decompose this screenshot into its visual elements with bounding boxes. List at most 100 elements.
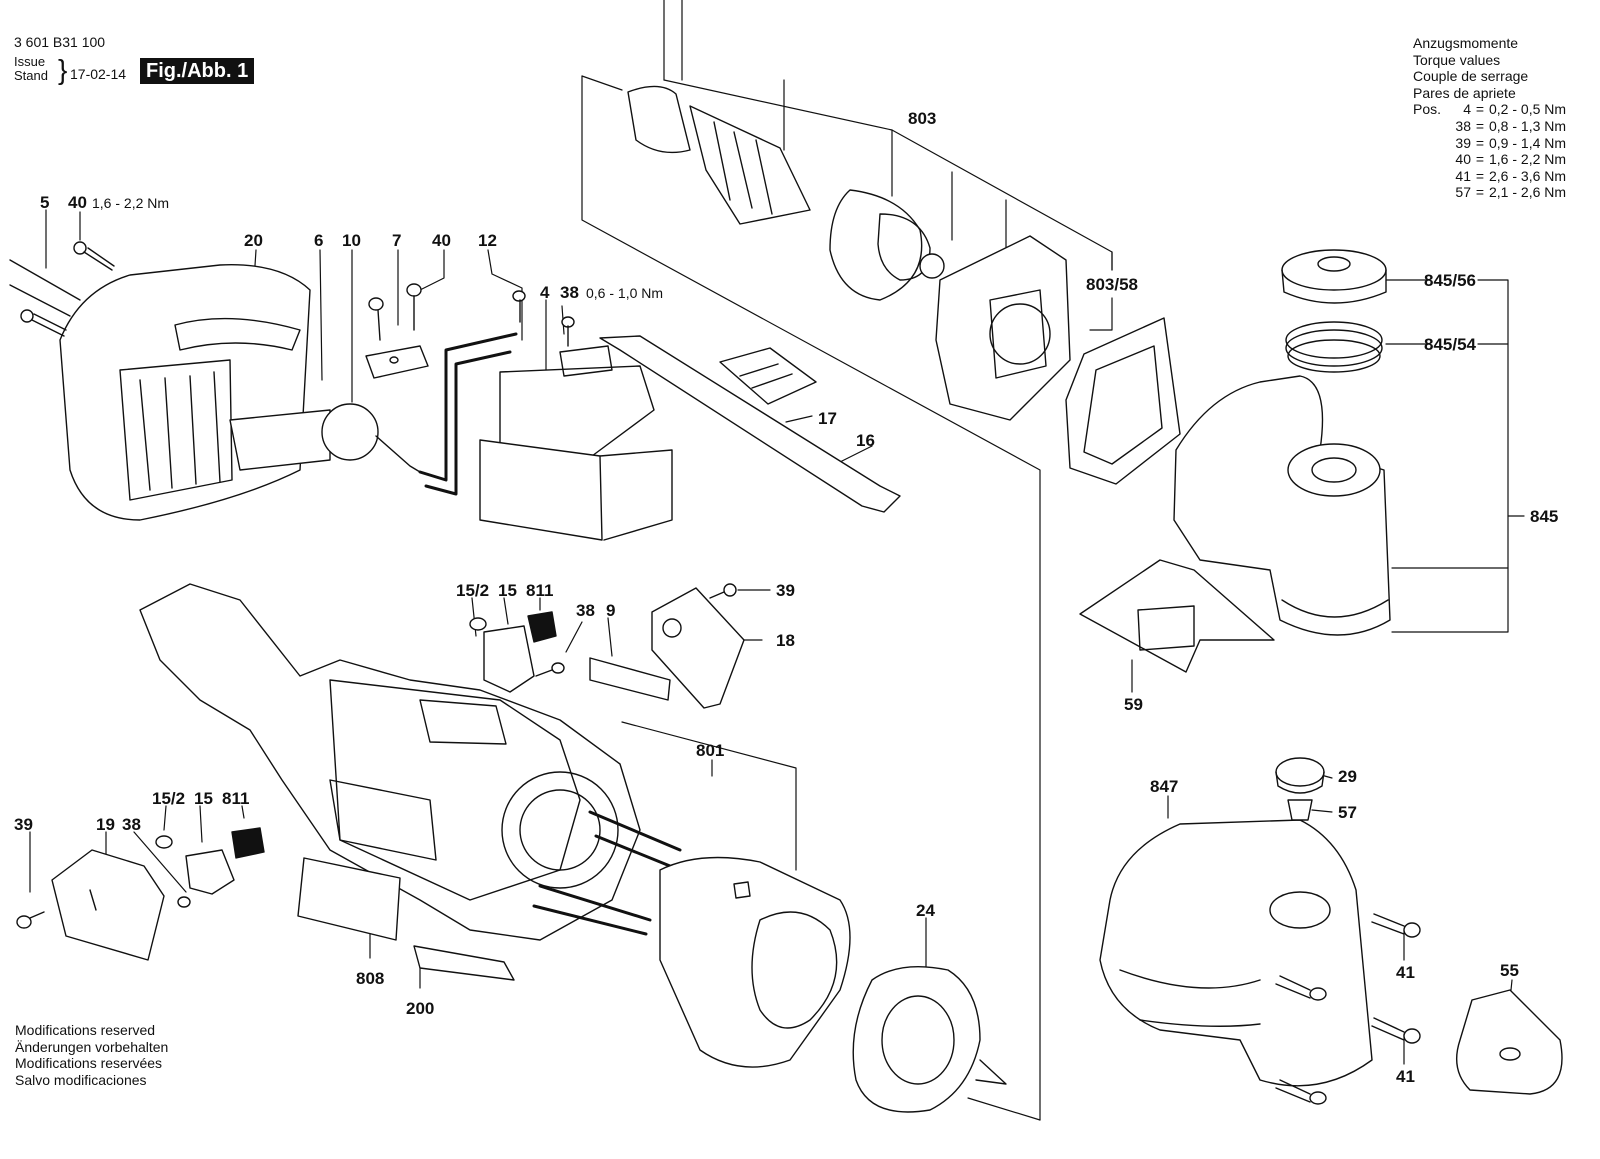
notice-line: Modifications reserved [15, 1022, 156, 1038]
carbon-brush [527, 611, 557, 643]
switch-unit [479, 345, 673, 541]
part-label: 15 [498, 581, 517, 600]
torque-pos: 38 [1455, 117, 1471, 134]
brace-icon: } [58, 54, 68, 85]
part-label: 16 [856, 431, 875, 450]
housing-screw [73, 241, 115, 271]
stand-label: Stand [14, 68, 48, 83]
part-label: 15 [194, 789, 213, 808]
brush-screw-left-small [177, 896, 191, 908]
part-label: 19 [96, 815, 115, 834]
cable-clip [365, 345, 429, 379]
torque-value: 0,8 - 1,3 Nm [1489, 117, 1567, 134]
brush-screw [535, 662, 565, 677]
part-label: 10 [342, 231, 361, 250]
brush-cover [651, 587, 745, 709]
torque-value: 2,1 - 2,6 Nm [1489, 184, 1567, 201]
cover-cap [1275, 757, 1325, 794]
part-label: 803 [908, 109, 936, 128]
part-label: 803/58 [1086, 275, 1138, 294]
torque-heading-de: Anzugsmomente [1413, 35, 1519, 51]
part-label: 845/54 [1424, 335, 1477, 354]
torque-pos-label: Pos. [1413, 101, 1442, 118]
part-label: 39 [14, 815, 33, 834]
document-number: 3 601 B31 100 [14, 34, 106, 50]
switch-screw [512, 290, 526, 323]
torque-pos: 39 [1455, 134, 1471, 151]
part-label: 12 [478, 231, 497, 250]
part-label: 9 [606, 601, 615, 620]
torque-pos: 57 [1455, 184, 1471, 201]
part-label: 40 [432, 231, 451, 250]
clip-screw [368, 297, 384, 341]
part-label: 7 [392, 231, 401, 250]
part-label: 40 [68, 193, 87, 212]
switch-wires [418, 332, 518, 496]
part-label: 15/2 [152, 789, 185, 808]
part-label: 41 [1396, 963, 1415, 982]
torque-row: 38= 0,8 - 1,3 Nm [1413, 118, 1566, 135]
part-label: 55 [1500, 961, 1519, 980]
part-label: 6 [314, 231, 323, 250]
spring [1285, 321, 1383, 373]
leader-lines [29, 0, 1525, 1121]
fan-guide-ring [852, 966, 1007, 1113]
suppressor-ball [321, 403, 421, 473]
part-label: 18 [776, 631, 795, 650]
cover-screw-41 [1371, 913, 1421, 938]
notice-line: Modifications reservées [15, 1055, 163, 1071]
torque-note: 1,6 - 2,2 Nm [92, 195, 169, 211]
part-labels: 5 40 1,6 - 2,2 Nm 20 6 10 7 40 12 4 38 0… [14, 109, 1558, 1086]
part-label: 39 [776, 581, 795, 600]
cover-screw-41 [1371, 1017, 1421, 1044]
modification-notice: Modifications reserved Änderungen vorbeh… [15, 1022, 168, 1088]
part-label: 15/2 [456, 581, 489, 600]
part-label: 4 [540, 283, 550, 302]
brush-spring [469, 617, 487, 631]
part-label: 845 [1530, 507, 1558, 526]
carbon-brush-left [231, 827, 265, 859]
brush-cover-left [51, 849, 165, 961]
brush-holder [483, 625, 535, 693]
notice-line: Änderungen vorbehalten [15, 1038, 169, 1055]
part-label: 38 [576, 601, 595, 620]
torque-row: 40= 1,6 - 2,2 Nm [1413, 151, 1566, 168]
part-label: 57 [1338, 803, 1357, 822]
switch-button-cap [719, 347, 817, 405]
torque-value: 2,6 - 3,6 Nm [1489, 167, 1567, 184]
cover-screw [709, 583, 737, 599]
notice-line: Salvo modificaciones [15, 1071, 147, 1088]
cap-screw [1287, 799, 1313, 821]
torque-value: 0,2 - 0,5 Nm [1489, 101, 1567, 118]
torque-value: 0,9 - 1,4 Nm [1489, 134, 1567, 151]
torque-heading-fr: Couple de serrage [1413, 68, 1529, 85]
torque-row: 57= 2,1 - 2,6 Nm [1413, 184, 1566, 201]
gear-head-housing [1173, 375, 1391, 636]
label-plate [589, 657, 671, 701]
housing-screw [20, 309, 67, 337]
dust-shield [1079, 559, 1275, 673]
slide-switch-rod [599, 335, 901, 513]
torque-pos: 41 [1455, 167, 1471, 184]
armature [627, 85, 945, 301]
gear-head-cover [1099, 819, 1373, 1087]
rating-label [297, 857, 401, 941]
torque-table: Anzugsmomente Torque values Couple de se… [1413, 35, 1566, 201]
torque-heading-es: Pares de apriete [1413, 84, 1516, 101]
main-housing [139, 583, 641, 941]
part-label: 845/56 [1424, 271, 1476, 290]
flange-gasket [1065, 317, 1181, 485]
brush-spring-left [155, 835, 173, 849]
cover-bolt [1275, 1079, 1327, 1105]
motor-housing-shell [59, 264, 331, 521]
torque-heading-en: Torque values [1413, 51, 1501, 68]
gear-cap [1281, 249, 1387, 304]
info-label [413, 945, 515, 981]
torque-value: 1,6 - 2,2 Nm [1489, 151, 1567, 168]
field-stator [659, 856, 851, 1068]
torque-note: 0,6 - 1,0 Nm [586, 285, 663, 301]
part-label: 17 [818, 409, 837, 428]
part-label: 847 [1150, 777, 1178, 796]
